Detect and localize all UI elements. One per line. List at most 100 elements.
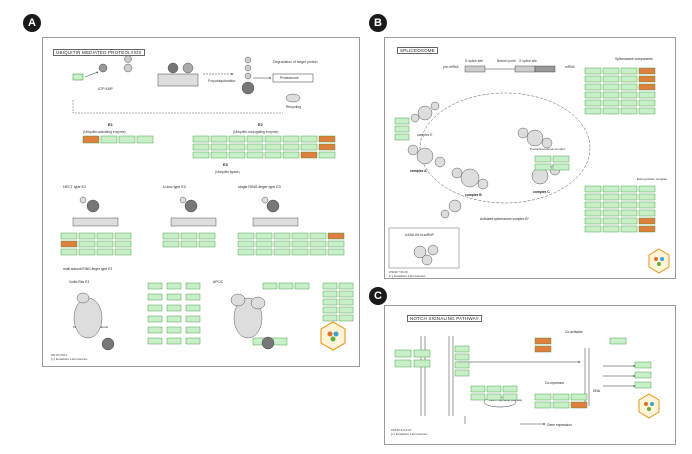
apc-label: APC/C (213, 280, 224, 284)
gene-box (486, 393, 502, 401)
gene-box (291, 240, 309, 248)
gene-box (638, 99, 656, 107)
gene-box (454, 353, 470, 361)
gene-box (570, 401, 588, 409)
panel-a-diagram: ATP AMP Polyubiquitination Proteasome Re… (60, 55, 354, 351)
gene-box (60, 240, 78, 248)
hect-label: HECT type E3 (63, 185, 86, 189)
gene-box (273, 240, 291, 248)
gene-box (185, 326, 201, 334)
gene-box (620, 185, 638, 193)
gene-box (638, 67, 656, 75)
gene-box (264, 143, 282, 151)
gene-box (255, 240, 273, 248)
gene-box (60, 248, 78, 256)
panel-c-diagram: MAPK signaling pathway Gene expression C… (394, 330, 660, 427)
polyub-label: Polyubiquitination (208, 79, 235, 83)
gene-box (264, 151, 282, 159)
panel-badge-a: A (23, 14, 41, 32)
ring-label: single RING-finger type E3 (238, 185, 281, 189)
gene-box (322, 282, 338, 290)
gene-box (394, 349, 412, 358)
five-ss-label: 5' splice site (465, 59, 483, 63)
u4u6-label: U4/U6.U5 tri-snRNP (405, 233, 434, 237)
gene-box (162, 240, 180, 248)
pre-mrna-label: pre-mRNA (443, 65, 459, 69)
gene-box (210, 143, 228, 151)
gene-box (147, 293, 163, 301)
gene-box (602, 107, 620, 115)
gene-box (255, 232, 273, 240)
gene-box (192, 143, 210, 151)
gene-box (100, 135, 118, 144)
gene-box (291, 248, 309, 256)
gene-box (534, 401, 552, 409)
gene-box (338, 282, 354, 290)
gene-box (338, 298, 354, 306)
gene-box (602, 209, 620, 217)
gene-box (309, 248, 327, 256)
gene-box (413, 359, 431, 368)
gene-box (394, 125, 410, 133)
gene-box (273, 248, 291, 256)
gene-box (162, 232, 180, 240)
gene-box (192, 135, 210, 143)
gene-box (78, 232, 96, 240)
gene-box (620, 91, 638, 99)
complex-c-label: complex C (533, 190, 550, 194)
coactivator-label: Co-activator (565, 330, 584, 334)
gene-box (237, 240, 255, 248)
gene-box (584, 185, 602, 193)
gene-box (273, 232, 291, 240)
gene-box (300, 143, 318, 151)
panel-c-title: NOTCH SIGNALING PATHWAY (407, 315, 482, 322)
gene-box (278, 282, 294, 290)
panel-badge-c: C (369, 287, 387, 305)
gene-box (584, 67, 602, 75)
post-label: Postspliceosomal complex (530, 147, 566, 151)
gene-box (118, 135, 136, 144)
gene-box (185, 315, 201, 323)
gene-box (282, 151, 300, 159)
panel-b-spliceosome: SPLICEOSOME pre-mRNA 5' splice site Bran… (384, 37, 676, 279)
gene-box (454, 345, 470, 353)
exon-label: Exon junction complex (637, 177, 668, 181)
gene-box (166, 293, 182, 301)
gene-box (394, 359, 412, 368)
activated-label: Activated spliceosome complex B* (480, 217, 529, 221)
degradation-label: Degradation of target protein (273, 60, 318, 64)
gene-box (454, 369, 470, 377)
gene-box (96, 240, 114, 248)
complex-a-label: complex A (410, 169, 427, 173)
gene-box (584, 83, 602, 91)
gene-box (318, 143, 336, 151)
gene-box (114, 240, 132, 248)
gene-box (96, 248, 114, 256)
gene-box (114, 248, 132, 256)
proteasome-label: Proteasome (280, 76, 299, 80)
gene-box (502, 385, 518, 393)
gene-box (198, 240, 216, 248)
atp-label: ATP AMP (98, 87, 114, 91)
gene-box (147, 326, 163, 334)
three-ss-label: 3' splice site (519, 59, 537, 63)
gene-box (166, 337, 182, 345)
logo-hexagon-b (648, 248, 670, 274)
gene-box (327, 248, 345, 256)
logo-hexagon-c (638, 393, 660, 419)
gene-box (620, 107, 638, 115)
gene-box (534, 337, 552, 345)
gene-box (114, 232, 132, 240)
gene-box (228, 135, 246, 143)
gene-box (620, 75, 638, 83)
panel-b-credit: 03040 7/6/20 (c) Kanehisa Laboratories (389, 270, 426, 278)
gene-box (584, 107, 602, 115)
gene-box (166, 326, 182, 334)
gene-box (534, 155, 552, 163)
gene-box (185, 337, 201, 345)
gene-box (602, 225, 620, 233)
gene-box (638, 201, 656, 209)
panel-a-ubiquitin: UBIQUITIN MEDIATED PROTEOLYSIS ATP AMP P… (42, 37, 360, 367)
multi-label: multi subunit RING-finger type E3 (63, 267, 112, 271)
mrna-label: mRNA (565, 65, 576, 69)
